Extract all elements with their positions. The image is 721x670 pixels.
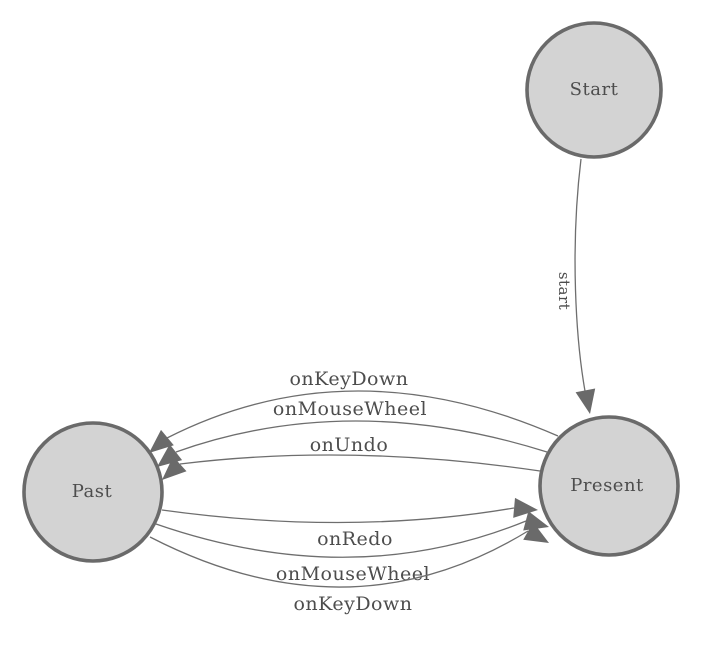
arrowhead-icon xyxy=(513,497,538,518)
edge-label-onmousewheel-top: onMouseWheel xyxy=(273,398,427,420)
edge-past-to-present-onmousewheel: onMouseWheel xyxy=(155,511,549,585)
state-node-past-label: Past xyxy=(72,481,113,502)
edge-present-to-past-onmousewheel-line xyxy=(175,420,548,453)
edge-present-to-past-onkeydown-line xyxy=(166,390,559,439)
edge-past-to-present-onredo-line xyxy=(161,507,515,524)
edge-present-to-past-onmousewheel: onMouseWheel xyxy=(157,398,548,467)
arrowhead-icon xyxy=(575,388,596,414)
arrowhead-icon xyxy=(162,456,187,480)
edge-label-onkeydown-bottom: onKeyDown xyxy=(293,593,412,615)
state-node-start-circle[interactable] xyxy=(525,21,663,159)
edge-past-to-present-onkeydown-line xyxy=(149,530,529,588)
state-node-present[interactable]: Present xyxy=(538,415,680,557)
state-node-present-circle[interactable] xyxy=(538,415,680,557)
edge-past-to-present-onredo: onRedo xyxy=(161,497,538,550)
state-node-present-label: Present xyxy=(570,475,644,496)
edge-present-to-past-onundo-line xyxy=(179,454,541,472)
state-node-past[interactable]: Past xyxy=(22,421,164,563)
arrowhead-icon xyxy=(149,429,174,453)
state-node-start-label: Start xyxy=(570,79,619,100)
edge-past-to-present-onkeydown: onKeyDown xyxy=(149,522,549,615)
edge-label-start: start xyxy=(555,272,573,310)
edge-label-onmousewheel-bottom: onMouseWheel xyxy=(276,563,430,585)
edge-past-to-present-onmousewheel-line xyxy=(155,520,527,558)
arrowhead-icon xyxy=(523,511,549,531)
edge-start-to-present: start xyxy=(555,158,596,414)
arrowhead-icon xyxy=(523,522,549,543)
edge-start-to-present-line xyxy=(574,158,586,392)
edge-label-onkeydown-top: onKeyDown xyxy=(289,368,408,390)
edge-present-to-past-onkeydown: onKeyDown xyxy=(149,368,559,453)
state-node-start[interactable]: Start xyxy=(525,21,663,159)
edge-present-to-past-onundo: onUndo xyxy=(162,434,541,480)
edge-label-onundo: onUndo xyxy=(310,434,389,456)
state-node-past-circle[interactable] xyxy=(22,421,164,563)
edge-label-onredo: onRedo xyxy=(317,528,393,550)
